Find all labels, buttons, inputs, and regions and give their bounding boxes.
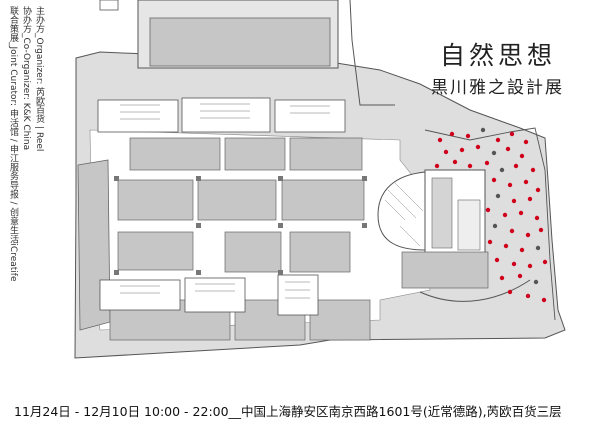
exhibit-dot bbox=[525, 232, 531, 238]
exhibit-dot bbox=[509, 131, 515, 137]
exhibit-dot bbox=[484, 160, 490, 166]
column bbox=[196, 223, 201, 228]
upper-right-wall bbox=[349, 0, 395, 106]
exhibit-dot bbox=[538, 227, 544, 233]
core-upper-right bbox=[274, 99, 346, 133]
column bbox=[114, 270, 119, 275]
column bbox=[278, 270, 283, 275]
core-lower-mid bbox=[184, 277, 246, 313]
core-lower-left bbox=[99, 279, 181, 311]
exhibit-dot bbox=[527, 263, 533, 269]
exhibit-dot bbox=[467, 163, 473, 169]
exhibit-dot bbox=[525, 293, 531, 299]
exhibit-dot bbox=[485, 207, 491, 213]
core-upper-left bbox=[97, 99, 179, 133]
exhibit-dot bbox=[513, 163, 519, 169]
exhibit-dot bbox=[507, 182, 513, 188]
exhibit-dot bbox=[530, 167, 536, 173]
credit-joint-curator: 联合策展_Joint Curator: 申活馆 / 申江服务导报 / 创意生活i… bbox=[8, 6, 18, 282]
column bbox=[278, 223, 283, 228]
unit-top-2 bbox=[224, 137, 286, 171]
exhibit-dot bbox=[511, 261, 517, 267]
exhibit-dot bbox=[505, 146, 511, 152]
column bbox=[196, 176, 201, 181]
exhibit-dot bbox=[527, 196, 533, 202]
exhibit-dot bbox=[495, 193, 501, 199]
core-upper-mid bbox=[181, 97, 271, 133]
exhibit-dot bbox=[475, 144, 481, 150]
unit-low-2 bbox=[224, 231, 282, 273]
exhibit-dot bbox=[452, 159, 458, 165]
core-lower-right bbox=[277, 274, 319, 316]
exhibit-dot bbox=[523, 139, 529, 145]
event-date-venue: 11月24日 - 12月10日 10:00 - 22:00__中国上海静安区南京… bbox=[14, 404, 562, 419]
exhibit-dot bbox=[534, 215, 540, 221]
exhibit-dot bbox=[465, 133, 471, 139]
upper-tower-core bbox=[149, 17, 331, 67]
poster-title: 自然思想 bbox=[440, 41, 557, 70]
exhibit-dot bbox=[443, 149, 449, 155]
unit-mid-3 bbox=[281, 179, 365, 221]
exhibit-dot bbox=[541, 297, 547, 303]
escalator-well bbox=[401, 251, 489, 289]
exhibit-dot bbox=[499, 275, 505, 281]
column bbox=[362, 223, 367, 228]
exhibit-dot bbox=[535, 245, 541, 251]
exhibit-dot bbox=[518, 210, 524, 216]
exhibit-dot bbox=[503, 243, 509, 249]
unit-mid-1 bbox=[117, 179, 194, 221]
unit-low-1 bbox=[117, 231, 194, 271]
exhibit-dot bbox=[519, 247, 525, 253]
exhibit-dot bbox=[487, 239, 493, 245]
unit-top-3 bbox=[289, 137, 363, 171]
credit-organizer: 主办方_Organizer: 芮欧百货 | Reel bbox=[34, 6, 44, 152]
exhibit-dot bbox=[517, 273, 523, 279]
exhibit-dot bbox=[459, 147, 465, 153]
credits-block: 主办方_Organizer: 芮欧百货 | Reel 协办方_Co-Organi… bbox=[6, 6, 45, 282]
column bbox=[362, 176, 367, 181]
exhibit-dot bbox=[509, 228, 515, 234]
unit-low-3 bbox=[289, 231, 351, 273]
exhibit-dot bbox=[507, 289, 513, 295]
exhibit-dot bbox=[499, 167, 505, 173]
exhibit-dot bbox=[480, 127, 486, 133]
exhibition-zone-edge bbox=[424, 127, 556, 321]
exhibit-dot bbox=[491, 177, 497, 183]
exhibit-dot bbox=[533, 279, 539, 285]
exhibit-dot bbox=[519, 153, 525, 159]
column bbox=[196, 270, 201, 275]
exhibit-dot bbox=[491, 150, 497, 156]
exhibit-dot bbox=[542, 259, 548, 265]
exhibit-dot bbox=[502, 212, 508, 218]
column bbox=[278, 176, 283, 181]
credit-co-organizer: 协办方_Co-Organizer: K&K China bbox=[21, 6, 31, 151]
exhibit-dot bbox=[495, 137, 501, 143]
exhibit-dot bbox=[494, 257, 500, 263]
exhibit-dot bbox=[437, 137, 443, 143]
core-hatching bbox=[120, 103, 330, 299]
right-core-stair bbox=[457, 199, 481, 251]
poster-subtitle: 黒川雅之設計展 bbox=[431, 78, 564, 98]
atrium-hatch bbox=[384, 182, 424, 247]
unit-mid-2 bbox=[197, 179, 277, 221]
column bbox=[114, 176, 119, 181]
unit-bottom-3 bbox=[309, 299, 371, 341]
upper-small-block bbox=[99, 0, 119, 11]
exhibit-dot bbox=[449, 131, 455, 137]
exhibit-dot bbox=[523, 179, 529, 185]
exhibit-dot bbox=[434, 163, 440, 169]
exhibit-dot bbox=[492, 223, 498, 229]
exhibit-dot bbox=[535, 187, 541, 193]
exhibit-dot bbox=[511, 198, 517, 204]
right-core-shaft bbox=[431, 177, 453, 249]
unit-top-1 bbox=[129, 137, 221, 171]
curved-void bbox=[419, 279, 531, 302]
